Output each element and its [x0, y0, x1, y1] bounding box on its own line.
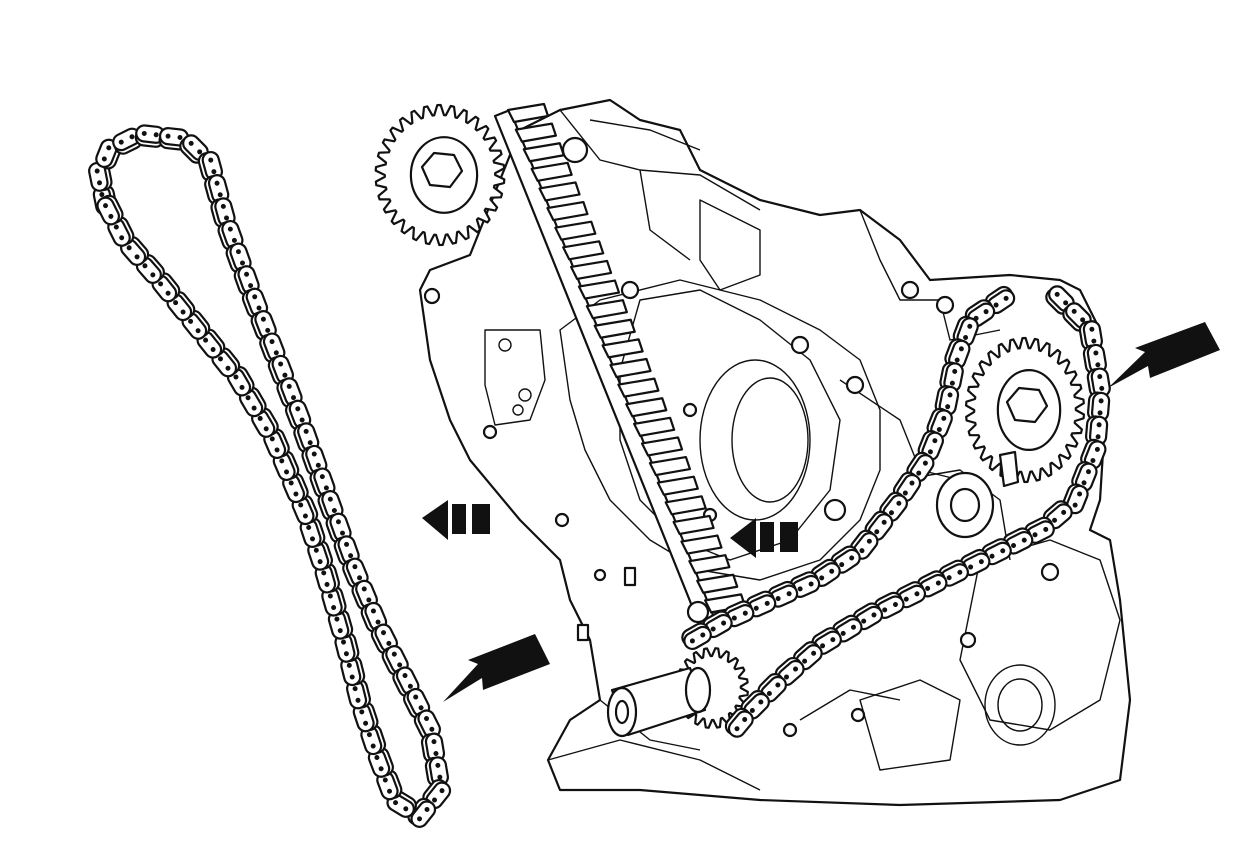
guide-bolt — [686, 600, 710, 624]
chain-link — [360, 601, 388, 633]
guide-tooth — [530, 161, 573, 182]
chain-link — [210, 197, 236, 229]
guide-tooth — [672, 514, 715, 536]
guide-tooth — [609, 357, 652, 379]
chain-link — [233, 265, 260, 297]
chain-link — [196, 328, 226, 359]
chain-link — [197, 150, 224, 182]
chain-link — [386, 790, 417, 818]
chain-link — [810, 558, 841, 587]
crank-snout — [606, 666, 712, 738]
guide-tooth — [633, 416, 676, 437]
chain-link — [226, 365, 255, 397]
chain-link — [327, 608, 354, 640]
guide-tooth — [562, 240, 605, 261]
chain-link — [702, 610, 733, 639]
chain-link — [981, 538, 1012, 566]
chain-link — [939, 361, 964, 393]
guide-tooth — [625, 397, 668, 418]
arrow-icon — [443, 634, 550, 702]
sprocket-key — [998, 450, 1020, 488]
right-cam-sprocket-bolt — [1005, 386, 1049, 424]
loose-timing-chain — [88, 124, 452, 828]
chain-link — [926, 407, 953, 439]
guide-tooth — [688, 554, 731, 575]
chain-link — [259, 332, 286, 364]
chain-link — [272, 450, 300, 482]
chain-link — [284, 399, 312, 431]
chain-link — [938, 559, 969, 587]
direction-arrow-icon — [422, 500, 490, 540]
chain-link — [892, 471, 922, 503]
chain-link — [424, 756, 449, 787]
chain-link — [1071, 461, 1098, 492]
guide-tooth — [640, 436, 684, 457]
cover-bolt-holes — [423, 280, 1060, 738]
chain-link — [370, 623, 398, 655]
chain-link — [832, 614, 863, 643]
upper-cam-sprocket-bolt — [420, 151, 464, 189]
chain-link — [96, 194, 124, 226]
guide-tooth — [648, 455, 692, 477]
chain-link — [724, 707, 754, 738]
guide-tooth — [664, 495, 707, 516]
installed-timing-chain — [681, 285, 1111, 738]
guide-tooth — [554, 220, 597, 241]
chain-link — [407, 797, 437, 828]
upper-cam-sprocket — [374, 103, 506, 247]
guide-tooth — [538, 181, 581, 202]
guide-bolt — [561, 136, 589, 164]
chain-link — [830, 545, 861, 574]
chain-link — [351, 579, 378, 611]
chain-link — [392, 666, 420, 698]
chain-link — [314, 562, 340, 594]
chain-link — [334, 631, 360, 663]
chain-link — [250, 310, 277, 341]
guide-tooth — [696, 573, 739, 594]
chain-link — [293, 422, 320, 454]
chain-link — [376, 769, 403, 801]
chain-link — [681, 622, 712, 651]
chain-link — [299, 517, 326, 548]
chain-link — [944, 338, 971, 370]
guide-tooth — [577, 279, 621, 300]
chain-link — [291, 494, 319, 526]
guide-tooth — [569, 259, 613, 281]
direction-arrow-icon — [730, 518, 798, 558]
guide-tooth — [546, 200, 589, 222]
guide-tooth — [593, 318, 636, 339]
guide-tooth — [506, 102, 550, 124]
chain-link — [420, 732, 446, 764]
chain-link — [1085, 415, 1109, 446]
chain-link — [333, 535, 360, 567]
right-cam-sprocket — [965, 336, 1085, 488]
chain-link — [934, 385, 960, 416]
guide-tooth — [680, 534, 723, 555]
chain-link — [723, 600, 755, 628]
guide-tooth — [601, 338, 644, 359]
guide-tooth — [656, 475, 699, 496]
guide-tooth — [585, 299, 628, 320]
chain-link — [251, 407, 279, 438]
chain-link — [352, 701, 379, 733]
guide-tooth — [514, 122, 557, 143]
chain-link — [179, 134, 209, 164]
chain-link — [134, 124, 166, 148]
chain-link — [895, 581, 927, 609]
chain-link — [789, 571, 821, 598]
chain-link — [1080, 438, 1107, 470]
chain-link — [276, 377, 303, 409]
guide-tooth — [617, 377, 660, 398]
chain-link — [403, 687, 431, 719]
arrow-icon — [1108, 322, 1220, 388]
chain-link — [1086, 367, 1111, 399]
